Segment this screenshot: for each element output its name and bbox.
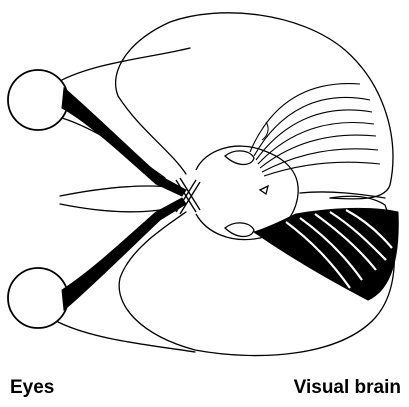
lgn-lower <box>225 223 254 237</box>
lower-eye-circle <box>8 268 68 328</box>
midline-upper <box>60 186 180 196</box>
visual-brain-label: Visual brain <box>294 377 401 399</box>
lower-optic-nerve <box>62 198 186 310</box>
eyes-label: Eyes <box>10 377 54 399</box>
upper-optic-radiations <box>250 84 380 176</box>
lgn-upper <box>225 151 254 165</box>
eyes-group <box>8 70 68 328</box>
lower-optic-radiations <box>254 208 398 300</box>
lower-outer-contour <box>58 322 195 352</box>
upper-eye-circle <box>8 70 68 130</box>
upper-outer-contour <box>58 48 190 82</box>
midbrain-notch <box>260 186 268 194</box>
upper-hemisphere-outline <box>116 13 393 199</box>
optic-chiasm <box>176 178 200 214</box>
